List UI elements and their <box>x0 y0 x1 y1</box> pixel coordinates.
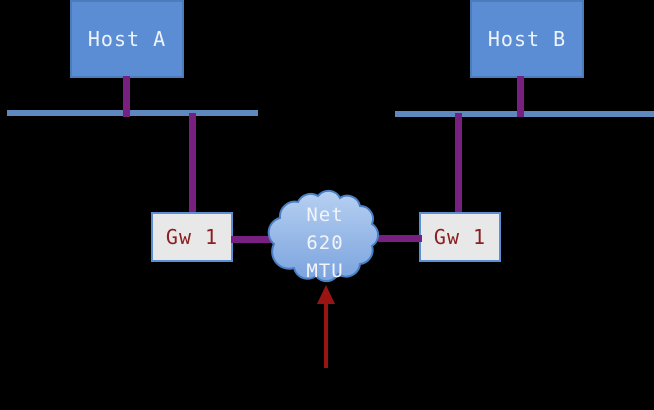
lan-a-bus-line <box>7 110 258 116</box>
host-b-box: Host B <box>470 0 584 78</box>
cloud-to-gateway-right-link <box>378 235 422 242</box>
gateway-left-label: Gw 1 <box>165 225 219 249</box>
host-a-box: Host A <box>70 0 184 78</box>
cloud-label-line-2: 620 <box>306 232 344 254</box>
gateway-right-box: Gw 1 <box>419 212 501 262</box>
cloud-label-line-3: MTU <box>306 260 344 282</box>
host-a-label: Host A <box>87 27 167 51</box>
network-cloud-icon <box>267 189 379 283</box>
gateway-left-to-cloud-link <box>231 236 277 243</box>
bus-b-to-gateway-link <box>455 113 462 216</box>
lan-b-bus-line <box>395 111 654 117</box>
mtu-arrow-shaft <box>324 300 328 368</box>
host-a-to-bus-link <box>123 76 130 117</box>
bus-a-to-gateway-link <box>189 113 196 216</box>
host-b-to-bus-link <box>517 76 524 117</box>
cloud-label: Net 620 MTU <box>264 201 386 285</box>
gateway-left-box: Gw 1 <box>151 212 233 262</box>
mtu-arrow-head-icon <box>317 285 335 304</box>
host-b-label: Host B <box>487 27 567 51</box>
gateway-right-label: Gw 1 <box>433 225 487 249</box>
cloud-label-line-1: Net <box>306 204 344 226</box>
